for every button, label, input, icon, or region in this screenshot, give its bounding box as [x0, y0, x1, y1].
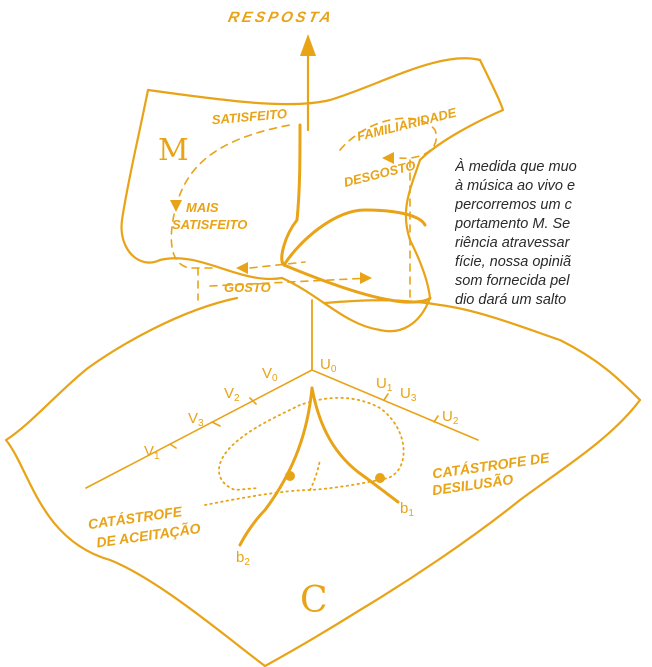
response-arrow: [300, 34, 316, 132]
label-familiaridade: FAMILIARIDADE: [355, 105, 458, 144]
label-u3: U3: [400, 385, 417, 404]
label-u2: U2: [442, 408, 459, 427]
caption-line-7: som fornecida pel: [455, 273, 570, 289]
symbol-c: C: [300, 580, 328, 621]
label-desgosto: DESGOSTO: [342, 158, 417, 190]
label-b2: b2: [236, 549, 250, 568]
label-v2: V2: [224, 385, 240, 404]
label-satisfeito: SATISFEITO: [211, 106, 287, 128]
label-gosto: GOSTO: [224, 280, 271, 295]
projection-lines: [197, 159, 411, 371]
axes: [85, 369, 479, 489]
label-v3: V3: [188, 410, 204, 429]
aceitacao-point: [285, 471, 295, 481]
caption-text: À medida que muo à música ao vivo e perc…: [455, 158, 652, 310]
label-v0: V0: [262, 365, 278, 384]
caption-line-6: fície, nossa opiniã: [455, 254, 572, 270]
caption-line-1: À medida que muo: [455, 159, 577, 175]
label-resposta: RESPOSTA: [226, 9, 335, 26]
trajectory-path: [170, 117, 438, 287]
control-plane-c: [4, 296, 642, 667]
label-u1: U1: [376, 375, 393, 394]
desilusao-point: [375, 473, 385, 483]
label-v1: V1: [144, 443, 160, 462]
label-b1: b1: [400, 500, 414, 519]
behaviour-surface-m: [120, 57, 505, 333]
dotted-path: [204, 396, 405, 506]
caption-line-8: dio dará um salto: [455, 292, 567, 308]
label-mais: MAIS: [186, 200, 219, 215]
label-u0: U0: [320, 356, 337, 375]
symbol-m: M: [158, 133, 189, 168]
caption-line-4: portamento M. Se: [455, 216, 571, 232]
caption-line-3: percorremos um c: [455, 197, 572, 213]
label-mais-satisfeito: SATISFEITO: [172, 217, 247, 232]
caption-line-2: à música ao vivo e: [455, 178, 576, 194]
bifurcation-cusp: [238, 386, 400, 547]
caption-line-5: riência atravessar: [455, 235, 570, 251]
